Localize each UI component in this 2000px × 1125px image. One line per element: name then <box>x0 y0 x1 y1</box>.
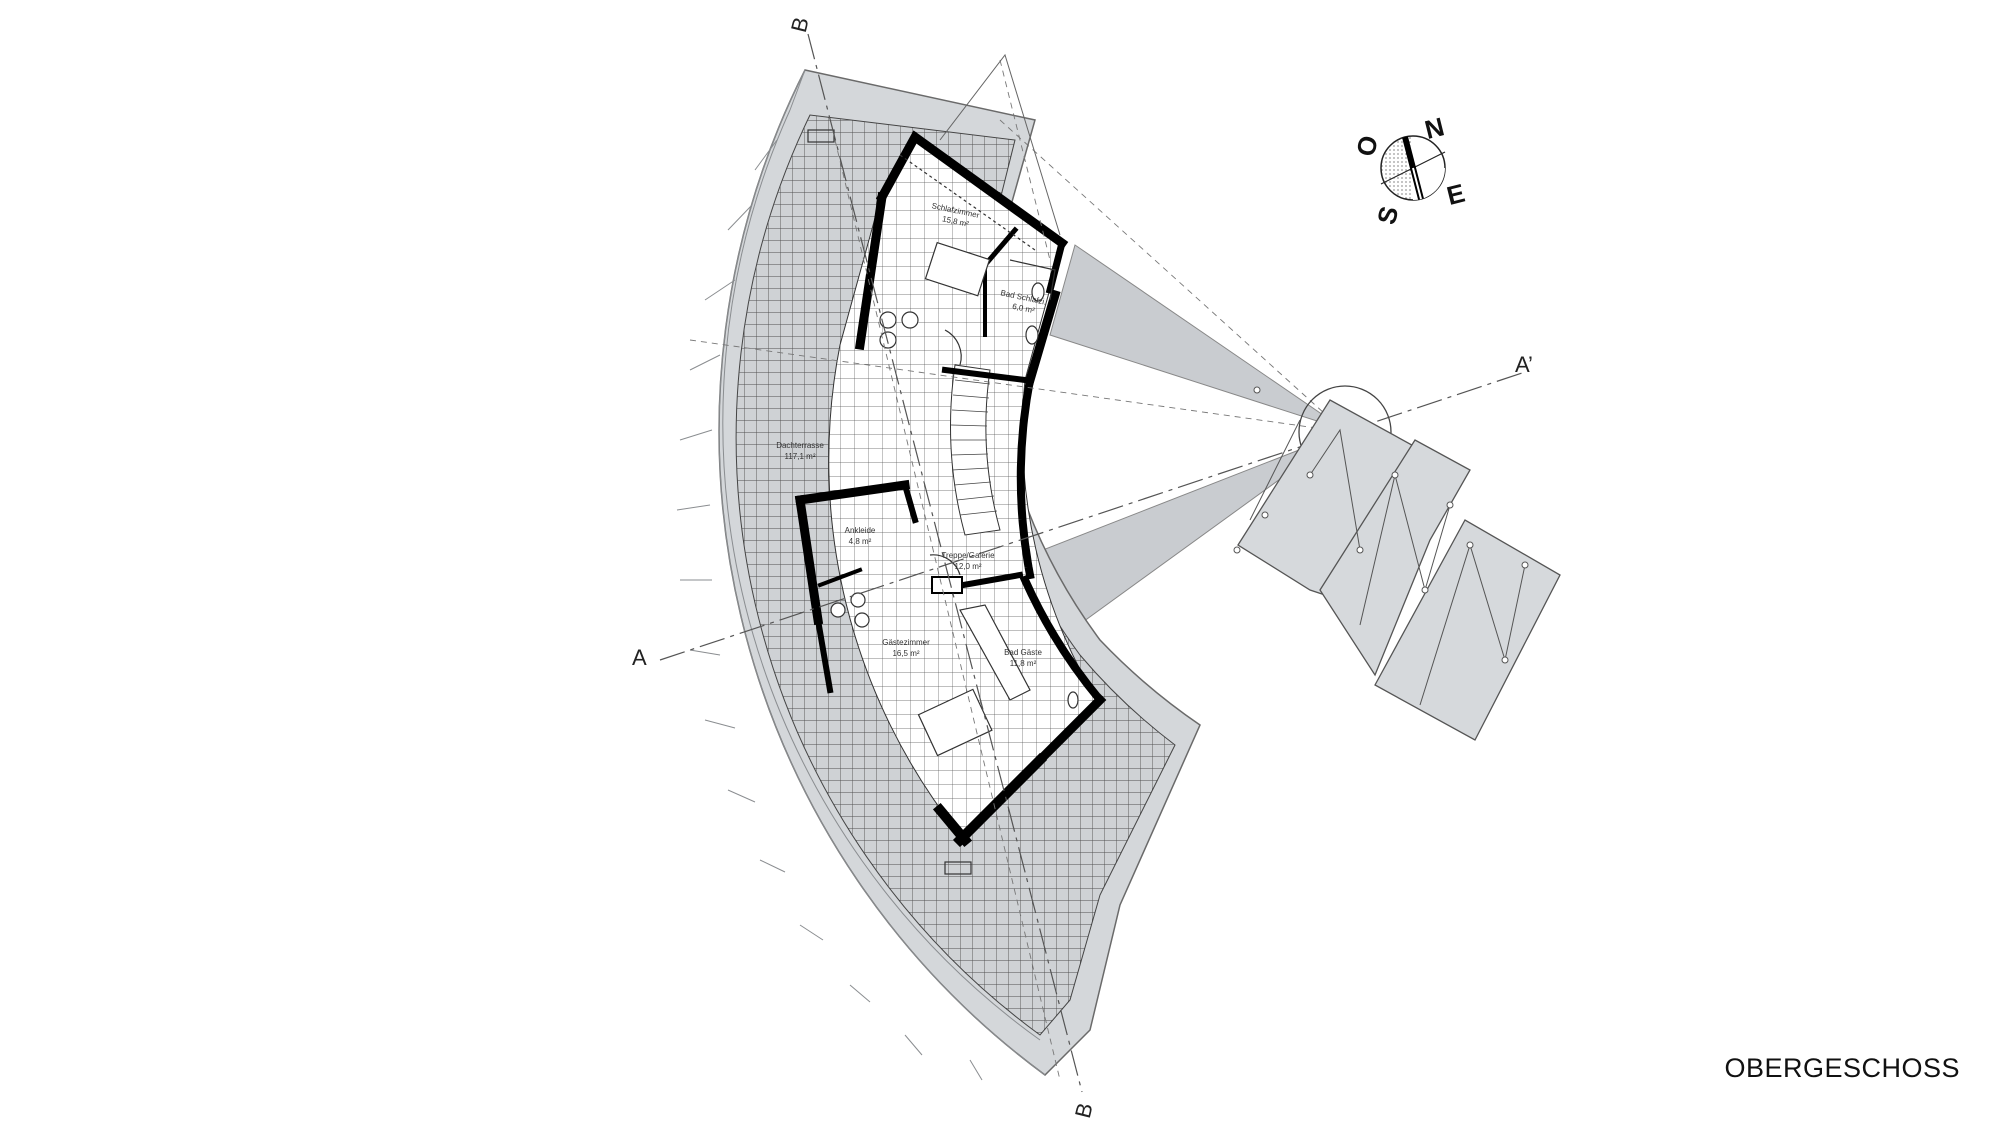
walls <box>794 130 1107 848</box>
room-name-6: Bad Gäste <box>1004 648 1042 657</box>
guide-lines <box>689 59 1346 1081</box>
section-a-end-label: A’ <box>1515 352 1533 377</box>
interior-lines <box>807 129 1079 875</box>
section-b-start-label: B <box>786 15 814 35</box>
compass-east: E <box>1444 178 1468 211</box>
section-lines <box>659 33 1526 1093</box>
section-markers: A A’ B B <box>632 15 1533 1121</box>
section-b-end-label: B <box>1070 1100 1098 1120</box>
room-area-4: 12,0 m² <box>954 562 981 571</box>
compass-west: O <box>1350 132 1384 159</box>
room-name-4: Treppe/Galerie <box>941 551 995 560</box>
compass-south: S <box>1371 203 1404 227</box>
compass: N E S O <box>1350 111 1468 227</box>
room-area-6: 11,8 m² <box>1010 659 1037 668</box>
room-labels: Schlafzimmer 15,8 m² Bad Schlafzi. 6,0 m… <box>776 201 1047 668</box>
exterior-structure <box>1233 385 1561 741</box>
room-name-5: Gästezimmer <box>882 638 930 647</box>
room-area-2: 117,1 m² <box>785 452 816 461</box>
plan-title: OBERGESCHOSS <box>1724 1053 1960 1083</box>
room-name-2: Dachterrasse <box>776 441 824 450</box>
section-a-start-label: A <box>632 645 647 670</box>
staircase <box>950 364 1001 536</box>
room-area-5: 16,5 m² <box>892 649 919 658</box>
room-area-3: 4,8 m² <box>849 537 872 546</box>
room-name-3: Ankleide <box>845 526 876 535</box>
compass-north: N <box>1422 111 1447 145</box>
roof-triangle <box>939 53 1061 236</box>
